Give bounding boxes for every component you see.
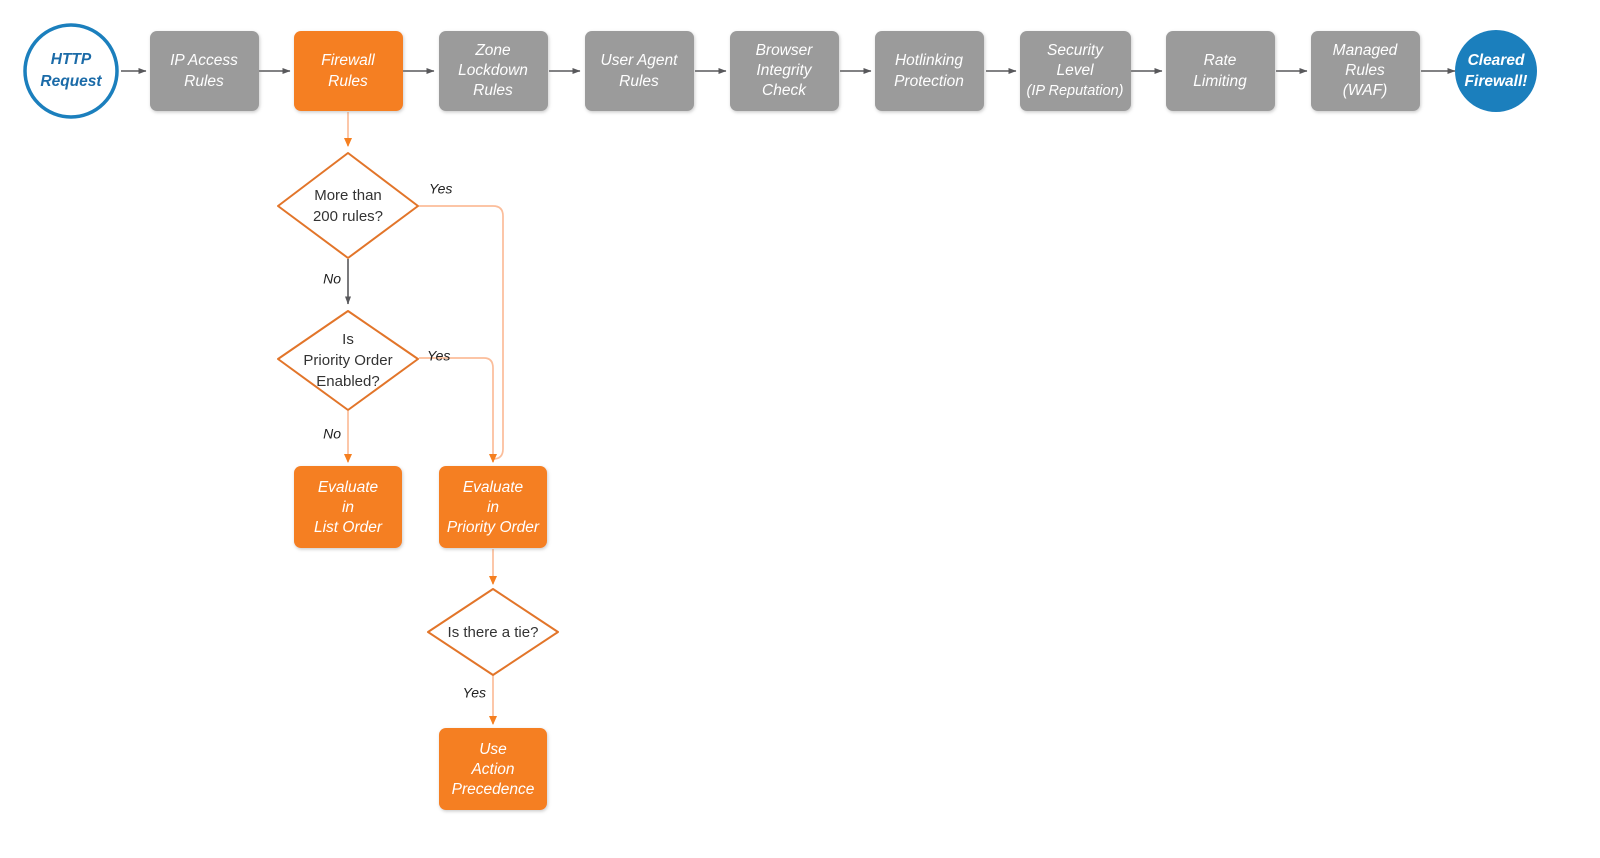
security-level-line-1: Security (1047, 42, 1104, 59)
evaluate-in-list-order-line-1: Evaluate (318, 479, 379, 496)
node-ip-access-rules[interactable]: IP Access Rules (150, 31, 259, 111)
browser-integrity-check-box (730, 31, 839, 111)
managed-rules-waf-line-1: Managed (1333, 42, 1399, 59)
user-agent-rules-box (585, 31, 694, 111)
browser-integrity-check-line-3: Check (762, 82, 807, 99)
managed-rules-waf-line-3: (WAF) (1343, 82, 1387, 99)
end-circle-shape (1455, 30, 1537, 112)
browser-integrity-check-line-2: Integrity (756, 62, 812, 79)
security-level-line-2: Level (1056, 62, 1094, 79)
more-than-200-rules-diamond (277, 152, 419, 259)
http-request-line-2: Request (40, 73, 102, 90)
firewall-rules-line-2: Rules (328, 73, 368, 90)
node-use-action-precedence[interactable]: Use Action Precedence (439, 728, 547, 810)
evaluate-in-priority-order-box (439, 466, 547, 548)
managed-rules-waf-line-2: Rules (1345, 62, 1385, 79)
hotlinking-protection-line-2: Protection (894, 73, 964, 90)
is-there-a-tie-diamond (427, 588, 559, 676)
is-there-a-tie-line-1: Is there a tie? (448, 624, 539, 641)
node-cleared-firewall[interactable]: Cleared Firewall! (1455, 30, 1537, 112)
connector-yes-200-to-priority-order (419, 205, 504, 462)
hotlinking-protection-box (875, 31, 984, 111)
use-action-precedence-box (439, 728, 547, 810)
node-firewall-rules[interactable]: Firewall Rules (294, 31, 403, 111)
rate-limiting-box (1166, 31, 1275, 111)
rate-limiting-line-1: Rate (1204, 52, 1237, 69)
ip-access-rules-line-1: IP Access (170, 52, 238, 69)
evaluate-in-priority-order-line-3: Priority Order (447, 519, 540, 536)
firewall-rules-line-1: Firewall (321, 52, 375, 69)
zone-lockdown-rules-line-1: Zone (474, 42, 511, 59)
more-than-200-rules-line-2: 200 rules? (313, 208, 383, 225)
http-request-line-1: HTTP (51, 51, 92, 68)
node-zone-lockdown-rules[interactable]: Zone Lockdown Rules (439, 31, 548, 111)
is-priority-order-enabled-line-3: Enabled? (316, 373, 379, 390)
ip-access-rules-box (150, 31, 259, 111)
cleared-firewall-line-1: Cleared (1468, 52, 1525, 69)
edge-label-yes-tie: Yes (463, 685, 486, 701)
rate-limiting-line-2: Limiting (1193, 73, 1247, 90)
branch-connectors (344, 112, 504, 725)
decision-is-priority-order-enabled[interactable]: Is Priority Order Enabled? (277, 310, 419, 411)
zone-lockdown-rules-line-3: Rules (473, 82, 513, 99)
node-evaluate-in-list-order[interactable]: Evaluate in List Order (294, 466, 402, 548)
user-agent-rules-line-2: Rules (619, 73, 659, 90)
evaluate-in-priority-order-line-1: Evaluate (463, 479, 524, 496)
node-user-agent-rules[interactable]: User Agent Rules (585, 31, 694, 111)
connector-yes-priority-to-trunk (419, 357, 494, 440)
edge-label-no-priority: No (323, 426, 341, 442)
edge-label-yes-priority: Yes (427, 348, 450, 364)
managed-rules-waf-box (1311, 31, 1420, 111)
more-than-200-rules-line-1: More than (314, 187, 382, 204)
decision-more-than-200-rules[interactable]: More than 200 rules? (277, 152, 419, 259)
node-evaluate-in-priority-order[interactable]: Evaluate in Priority Order (439, 466, 547, 548)
firewall-rules-box (294, 31, 403, 111)
node-browser-integrity-check[interactable]: Browser Integrity Check (730, 31, 839, 111)
edge-label-yes-200: Yes (429, 181, 452, 197)
node-rate-limiting[interactable]: Rate Limiting (1166, 31, 1275, 111)
use-action-precedence-line-3: Precedence (452, 781, 535, 798)
node-hotlinking-protection[interactable]: Hotlinking Protection (875, 31, 984, 111)
edge-label-no-200: No (323, 271, 341, 287)
user-agent-rules-line-1: User Agent (601, 52, 679, 69)
is-priority-order-enabled-line-1: Is (342, 331, 354, 348)
evaluate-in-priority-order-line-2: in (487, 499, 499, 516)
hotlinking-protection-line-1: Hotlinking (895, 52, 963, 69)
zone-lockdown-rules-box (439, 31, 548, 111)
node-managed-rules-waf[interactable]: Managed Rules (WAF) (1311, 31, 1420, 111)
ip-access-rules-line-2: Rules (184, 73, 224, 90)
security-level-box (1020, 31, 1131, 111)
node-http-request[interactable]: HTTP Request (23, 23, 119, 119)
is-priority-order-enabled-diamond (277, 310, 419, 411)
use-action-precedence-line-2: Action (470, 761, 514, 778)
security-level-line-3: (IP Reputation) (1027, 83, 1124, 99)
use-action-precedence-line-1: Use (479, 741, 507, 758)
edge-labels: Yes No Yes No Yes (323, 181, 486, 701)
zone-lockdown-rules-line-2: Lockdown (458, 62, 528, 79)
node-security-level[interactable]: Security Level (IP Reputation) (1020, 31, 1131, 111)
evaluate-in-list-order-line-2: in (342, 499, 354, 516)
start-circle-shape (23, 23, 119, 119)
is-priority-order-enabled-line-2: Priority Order (303, 352, 392, 369)
decision-is-there-a-tie[interactable]: Is there a tie? (427, 588, 559, 676)
evaluate-in-list-order-line-3: List Order (314, 519, 383, 536)
cleared-firewall-line-2: Firewall! (1465, 73, 1528, 90)
evaluate-in-list-order-box (294, 466, 402, 548)
browser-integrity-check-line-1: Browser (756, 42, 814, 59)
